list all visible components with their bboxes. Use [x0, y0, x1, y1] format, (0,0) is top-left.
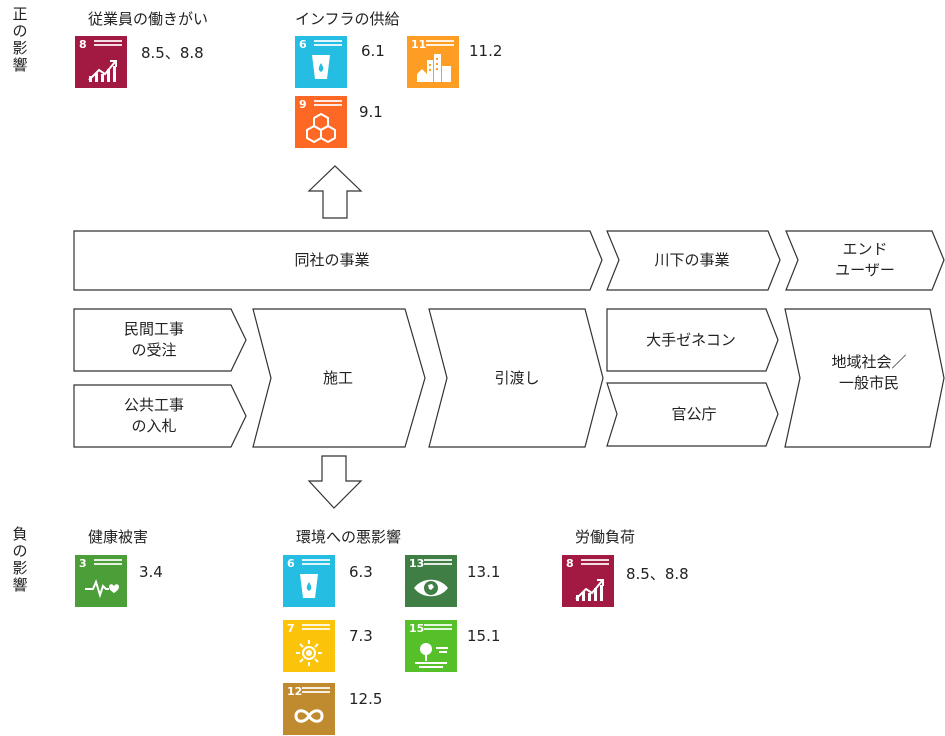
- sdg3-icon: 3: [75, 555, 127, 607]
- environment-value-7: 7.3: [349, 627, 373, 645]
- sdg-number: 6: [287, 557, 295, 570]
- heartbeat-icon: [85, 579, 119, 599]
- environment-value-13: 13.1: [467, 563, 501, 581]
- handover-chevron: [428, 308, 604, 448]
- growth-chart-icon: [575, 579, 604, 601]
- company-business-label: 同社の事業: [294, 251, 370, 269]
- growth-chart-icon: [88, 60, 117, 82]
- infinity-icon: [294, 709, 324, 723]
- environment-category-title: 環境への悪影響: [296, 528, 402, 546]
- sdg11-icon: 11: [407, 36, 459, 88]
- sdg-caption-lines: [426, 40, 454, 42]
- environment-value-6: 6.3: [349, 563, 373, 581]
- environment-value-12: 12.5: [349, 690, 383, 708]
- employees-value: 8.5、8.8: [141, 44, 204, 62]
- community-label: 地域社会／ 一般市民: [831, 353, 907, 392]
- sdg-number: 8: [566, 557, 574, 570]
- end-user-label: エンド ユーザー: [835, 240, 895, 279]
- public-bid-label: 公共工事 の入札: [123, 396, 184, 435]
- construction-label: 施工: [322, 369, 353, 387]
- sdg-number: 6: [299, 38, 307, 51]
- sdg-caption-lines: [94, 40, 122, 42]
- infra-value-6: 6.1: [361, 42, 385, 60]
- employees-category-title: 従業員の働きがい: [88, 10, 209, 28]
- sdg7-icon: 7: [283, 620, 335, 672]
- sdg-number: 3: [79, 557, 87, 570]
- construction-chevron: [252, 308, 426, 448]
- sdg-caption-lines: [424, 559, 452, 561]
- sdg15-icon: 15: [405, 620, 457, 672]
- sdg-caption-lines: [314, 40, 342, 42]
- health-value: 3.4: [139, 563, 163, 581]
- sdg6-icon: 6: [295, 36, 347, 88]
- health-category-title: 健康被害: [88, 528, 149, 546]
- handover-label: 引渡し: [494, 369, 540, 387]
- sdg-number: 13: [409, 557, 425, 570]
- city-icon: [417, 54, 451, 82]
- sdg8-icon: 8: [562, 555, 614, 607]
- general-contractor-shape: [606, 308, 779, 372]
- environment-value-15: 15.1: [467, 627, 501, 645]
- infra-value-11: 11.2: [469, 42, 503, 60]
- water-glass-icon: [300, 574, 318, 598]
- community-chevron: [784, 308, 945, 448]
- private-contract-shape: [73, 308, 247, 372]
- water-glass-icon: [312, 55, 330, 79]
- downstream-business-chevron: [606, 230, 781, 291]
- sdg9-icon: 9: [295, 96, 347, 148]
- government-shape: [606, 382, 779, 447]
- sdg-caption-lines: [302, 687, 330, 689]
- company-business-chevron: [73, 230, 603, 291]
- infra-category-title: インフラの供給: [295, 10, 400, 28]
- public-bid-shape: [73, 384, 247, 448]
- sun-icon: [296, 640, 322, 666]
- private-contract-label: 民間工事 の受注: [123, 320, 184, 359]
- positive-impact-label: 正 の 影 響: [12, 5, 28, 74]
- sdg-number: 11: [411, 38, 427, 51]
- sdg-number: 7: [287, 622, 295, 635]
- downstream-business-label: 川下の事業: [654, 251, 730, 269]
- sdg-number: 12: [287, 685, 303, 698]
- general-contractor-label: 大手ゼネコン: [646, 331, 736, 349]
- sdg13-icon: 13: [405, 555, 457, 607]
- sdg-caption-lines: [314, 100, 342, 102]
- sdg-number: 8: [79, 38, 87, 51]
- eye-globe-icon: [414, 579, 448, 597]
- labor-value: 8.5、8.8: [626, 565, 689, 583]
- sdg8-icon: 8: [75, 36, 127, 88]
- infra-value-9: 9.1: [359, 103, 383, 121]
- sdg-caption-lines: [302, 559, 330, 561]
- sdg12-icon: 12: [283, 683, 335, 735]
- labor-category-title: 労働負荷: [575, 528, 636, 546]
- sdg-number: 9: [299, 98, 307, 111]
- tree-icon: [415, 643, 448, 668]
- end-user-chevron: [785, 230, 945, 291]
- government-label: 官公庁: [671, 405, 717, 423]
- sdg-caption-lines: [94, 559, 122, 561]
- up-arrow-icon: [307, 165, 363, 219]
- cubes-icon: [306, 112, 336, 144]
- sdg-caption-lines: [302, 624, 330, 626]
- negative-impact-label: 負 の 影 響: [12, 525, 28, 594]
- sdg-caption-lines: [424, 624, 452, 626]
- sdg6-icon: 6: [283, 555, 335, 607]
- sdg-caption-lines: [581, 559, 609, 561]
- down-arrow-icon: [307, 455, 363, 509]
- sdg-number: 15: [409, 622, 425, 635]
